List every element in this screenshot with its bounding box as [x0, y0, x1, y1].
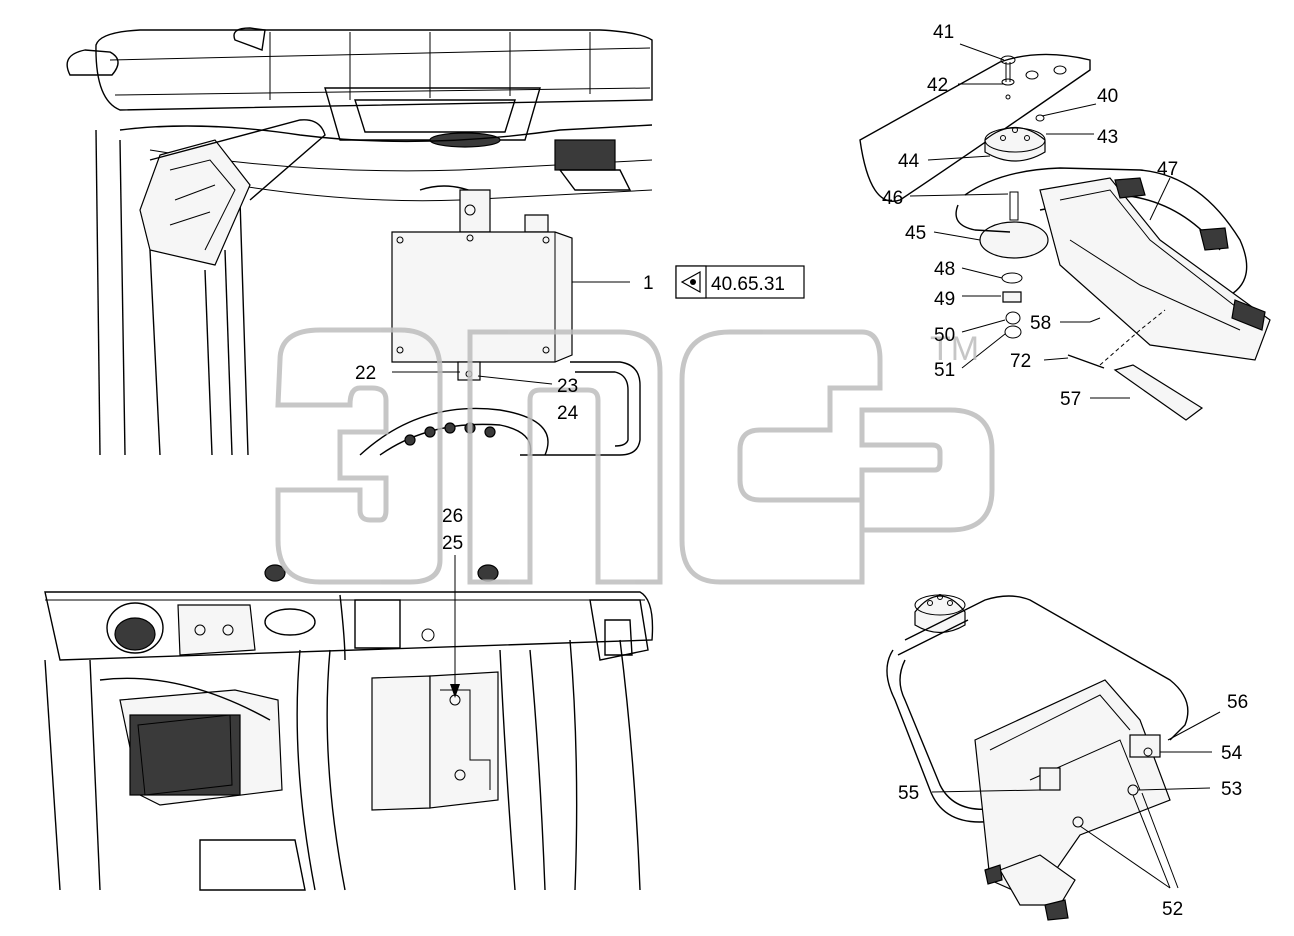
callout-49: 49: [934, 289, 955, 310]
callout-55: 55: [898, 783, 919, 804]
assembled-view-bottom-right: [886, 594, 1189, 921]
callout-56: 56: [1227, 692, 1248, 713]
trademark-mark: TM: [930, 330, 979, 368]
reference-box[interactable]: 40.65.31: [675, 265, 805, 299]
callout-40: 40: [1097, 86, 1118, 107]
callout-23: 23: [557, 376, 578, 397]
callout-58: 58: [1030, 313, 1051, 334]
leader-lines-top-right: [909, 43, 1171, 399]
reference-code: 40.65.31: [711, 274, 785, 295]
callout-72: 72: [1010, 351, 1031, 372]
callout-22: 22: [355, 363, 376, 384]
callout-labels: 1 22 23 24 26 25 41 42 40 43 44 46 47 45…: [355, 22, 1248, 920]
bottom-left-cab-view: [44, 564, 654, 891]
callout-1: 1: [643, 273, 654, 294]
leader-lines-top-left: [392, 281, 630, 385]
callout-52: 52: [1162, 899, 1183, 920]
callout-53: 53: [1221, 779, 1242, 800]
callout-47: 47: [1157, 159, 1178, 180]
callout-44: 44: [898, 151, 920, 172]
callout-24: 24: [557, 403, 579, 424]
steering-wheel-grip: [404, 422, 496, 446]
leader-lines-bottom-left: [450, 555, 460, 698]
callout-43: 43: [1097, 127, 1118, 148]
callout-41: 41: [933, 22, 954, 43]
callout-26: 26: [442, 506, 463, 527]
callout-50: 50: [934, 325, 955, 346]
callout-48: 48: [934, 259, 955, 280]
callout-51: 51: [934, 360, 955, 381]
callout-42: 42: [927, 75, 948, 96]
callout-46: 46: [882, 188, 903, 209]
callout-25: 25: [442, 533, 463, 554]
callout-54: 54: [1221, 743, 1243, 764]
exploded-view-top-right: [859, 53, 1271, 421]
leader-lines-bottom-right: [931, 711, 1221, 889]
callout-45: 45: [905, 223, 926, 244]
callout-57: 57: [1060, 389, 1081, 410]
watermark-logo: TM: [275, 327, 995, 585]
